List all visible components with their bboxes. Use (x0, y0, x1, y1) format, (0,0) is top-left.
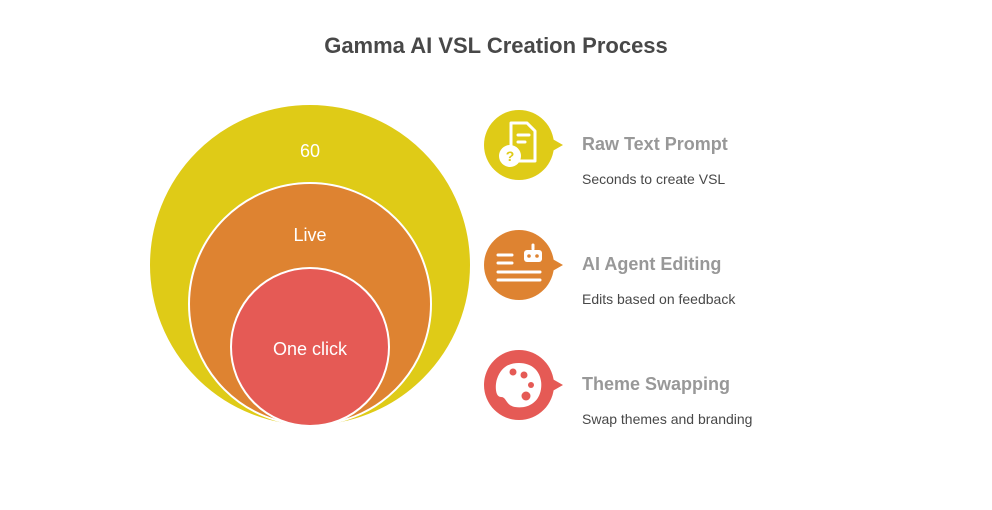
item-description: Swap themes and branding (582, 411, 753, 427)
document-question-icon: ? (484, 110, 563, 180)
item-description: Edits based on feedback (582, 291, 736, 307)
inner-circle (230, 267, 390, 427)
palette-icon (484, 350, 563, 420)
svg-text:?: ? (506, 148, 515, 164)
item-heading: Theme Swapping (582, 374, 731, 394)
outer-circle-label: 60 (299, 141, 321, 161)
robot-text-icon (484, 230, 563, 300)
inner-circle-label: One click (272, 339, 348, 359)
item-heading: AI Agent Editing (582, 254, 722, 274)
item-description: Seconds to create VSL (582, 171, 726, 187)
diagram-title: Gamma AI VSL Creation Process (324, 33, 668, 58)
middle-circle-label: Live (293, 225, 327, 245)
item-heading: Raw Text Prompt (582, 134, 728, 154)
